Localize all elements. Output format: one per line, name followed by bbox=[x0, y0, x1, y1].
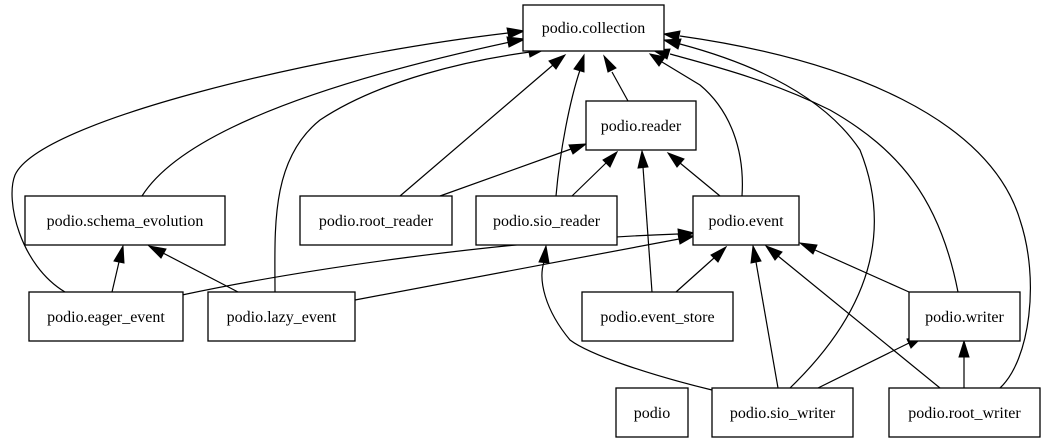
edge-schema-evolution-to-collection bbox=[141, 41, 511, 197]
node-event-store: podio.event_store bbox=[581, 291, 734, 342]
arrowhead bbox=[958, 339, 970, 358]
node-collection: podio.collection bbox=[522, 4, 665, 52]
node-lazy-event: podio.lazy_event bbox=[207, 291, 356, 342]
node-label: podio bbox=[634, 405, 670, 422]
arrowhead bbox=[568, 143, 588, 155]
arrowhead bbox=[798, 242, 818, 255]
node-podio: podio bbox=[615, 387, 689, 438]
arrowhead bbox=[764, 245, 783, 261]
node-root-reader: podio.root_reader bbox=[299, 195, 453, 246]
arrowhead bbox=[710, 245, 728, 263]
edge-sio-writer-to-event bbox=[755, 261, 779, 389]
node-label: podio.event bbox=[708, 213, 784, 230]
arrowhead bbox=[538, 244, 550, 264]
node-label: podio.eager_event bbox=[47, 309, 165, 326]
node-label: podio.writer bbox=[925, 309, 1004, 326]
arrowhead bbox=[662, 30, 681, 42]
arrowhead bbox=[750, 244, 762, 264]
arrowhead bbox=[603, 54, 617, 73]
edge-event-store-to-reader bbox=[642, 166, 653, 293]
node-eager-event: podio.eager_event bbox=[28, 291, 184, 342]
edge-event-to-reader bbox=[679, 162, 721, 197]
arrowhead bbox=[147, 245, 167, 259]
edge-root-reader-to-collection bbox=[399, 64, 554, 197]
edge-sio-writer-to-collection bbox=[679, 43, 875, 389]
node-label: podio.sio_writer bbox=[730, 405, 836, 422]
node-event: podio.event bbox=[692, 195, 800, 246]
node-label: podio.event_store bbox=[600, 309, 714, 326]
edge-root-writer-to-event bbox=[777, 255, 941, 389]
edge-writer-to-collection bbox=[669, 53, 959, 293]
edge-lazy-event-to-event bbox=[354, 238, 680, 301]
arrowhead bbox=[506, 27, 526, 39]
edge-root-reader-to-reader bbox=[439, 148, 572, 197]
node-label: podio.collection bbox=[542, 20, 646, 37]
node-writer: podio.writer bbox=[908, 291, 1021, 342]
edge-sio-reader-to-collection bbox=[555, 69, 581, 197]
edge-writer-to-event bbox=[814, 249, 910, 293]
node-label: podio.root_writer bbox=[908, 405, 1021, 422]
arrowhead bbox=[666, 152, 685, 168]
arrowhead bbox=[548, 54, 567, 70]
node-reader: podio.reader bbox=[585, 100, 697, 151]
node-label: podio.reader bbox=[601, 118, 682, 135]
arrowhead bbox=[113, 244, 125, 264]
node-sio-writer: podio.sio_writer bbox=[711, 387, 854, 438]
node-sio-reader: podio.sio_reader bbox=[475, 195, 618, 246]
node-label: podio.lazy_event bbox=[227, 309, 337, 326]
edge-reader-to-collection bbox=[611, 71, 629, 102]
edge-eager-event-to-collection bbox=[11, 32, 509, 293]
edge-sio-writer-to-writer bbox=[817, 342, 910, 389]
arrowhead bbox=[573, 53, 585, 73]
arrowhead bbox=[662, 38, 682, 50]
arrowhead bbox=[648, 53, 666, 67]
node-label: podio.schema_evolution bbox=[47, 213, 204, 230]
edge-event-store-to-event bbox=[675, 257, 715, 293]
node-label: podio.root_reader bbox=[319, 213, 434, 230]
edges-layer bbox=[11, 27, 1032, 391]
node-root-writer: podio.root_writer bbox=[888, 387, 1041, 438]
edge-lazy-event-to-schema-evolution bbox=[162, 252, 239, 293]
node-schema-evolution: podio.schema_evolution bbox=[24, 195, 226, 246]
arrowhead bbox=[677, 233, 696, 245]
edge-event-to-collection bbox=[661, 61, 743, 197]
edge-sio-writer-to-sio-reader bbox=[541, 261, 713, 391]
arrowhead bbox=[637, 149, 649, 169]
edge-root-writer-to-collection bbox=[679, 35, 1032, 389]
edge-eager-event-to-schema-evolution bbox=[111, 261, 120, 293]
edge-lazy-event-to-collection bbox=[274, 51, 531, 293]
node-label: podio.sio_reader bbox=[493, 213, 601, 230]
arrowhead bbox=[506, 36, 527, 48]
nodes-layer: podio.collection podio.reader podio.sche… bbox=[24, 4, 1041, 438]
edge-sio-reader-to-reader bbox=[571, 162, 607, 197]
arrowhead bbox=[602, 150, 619, 168]
